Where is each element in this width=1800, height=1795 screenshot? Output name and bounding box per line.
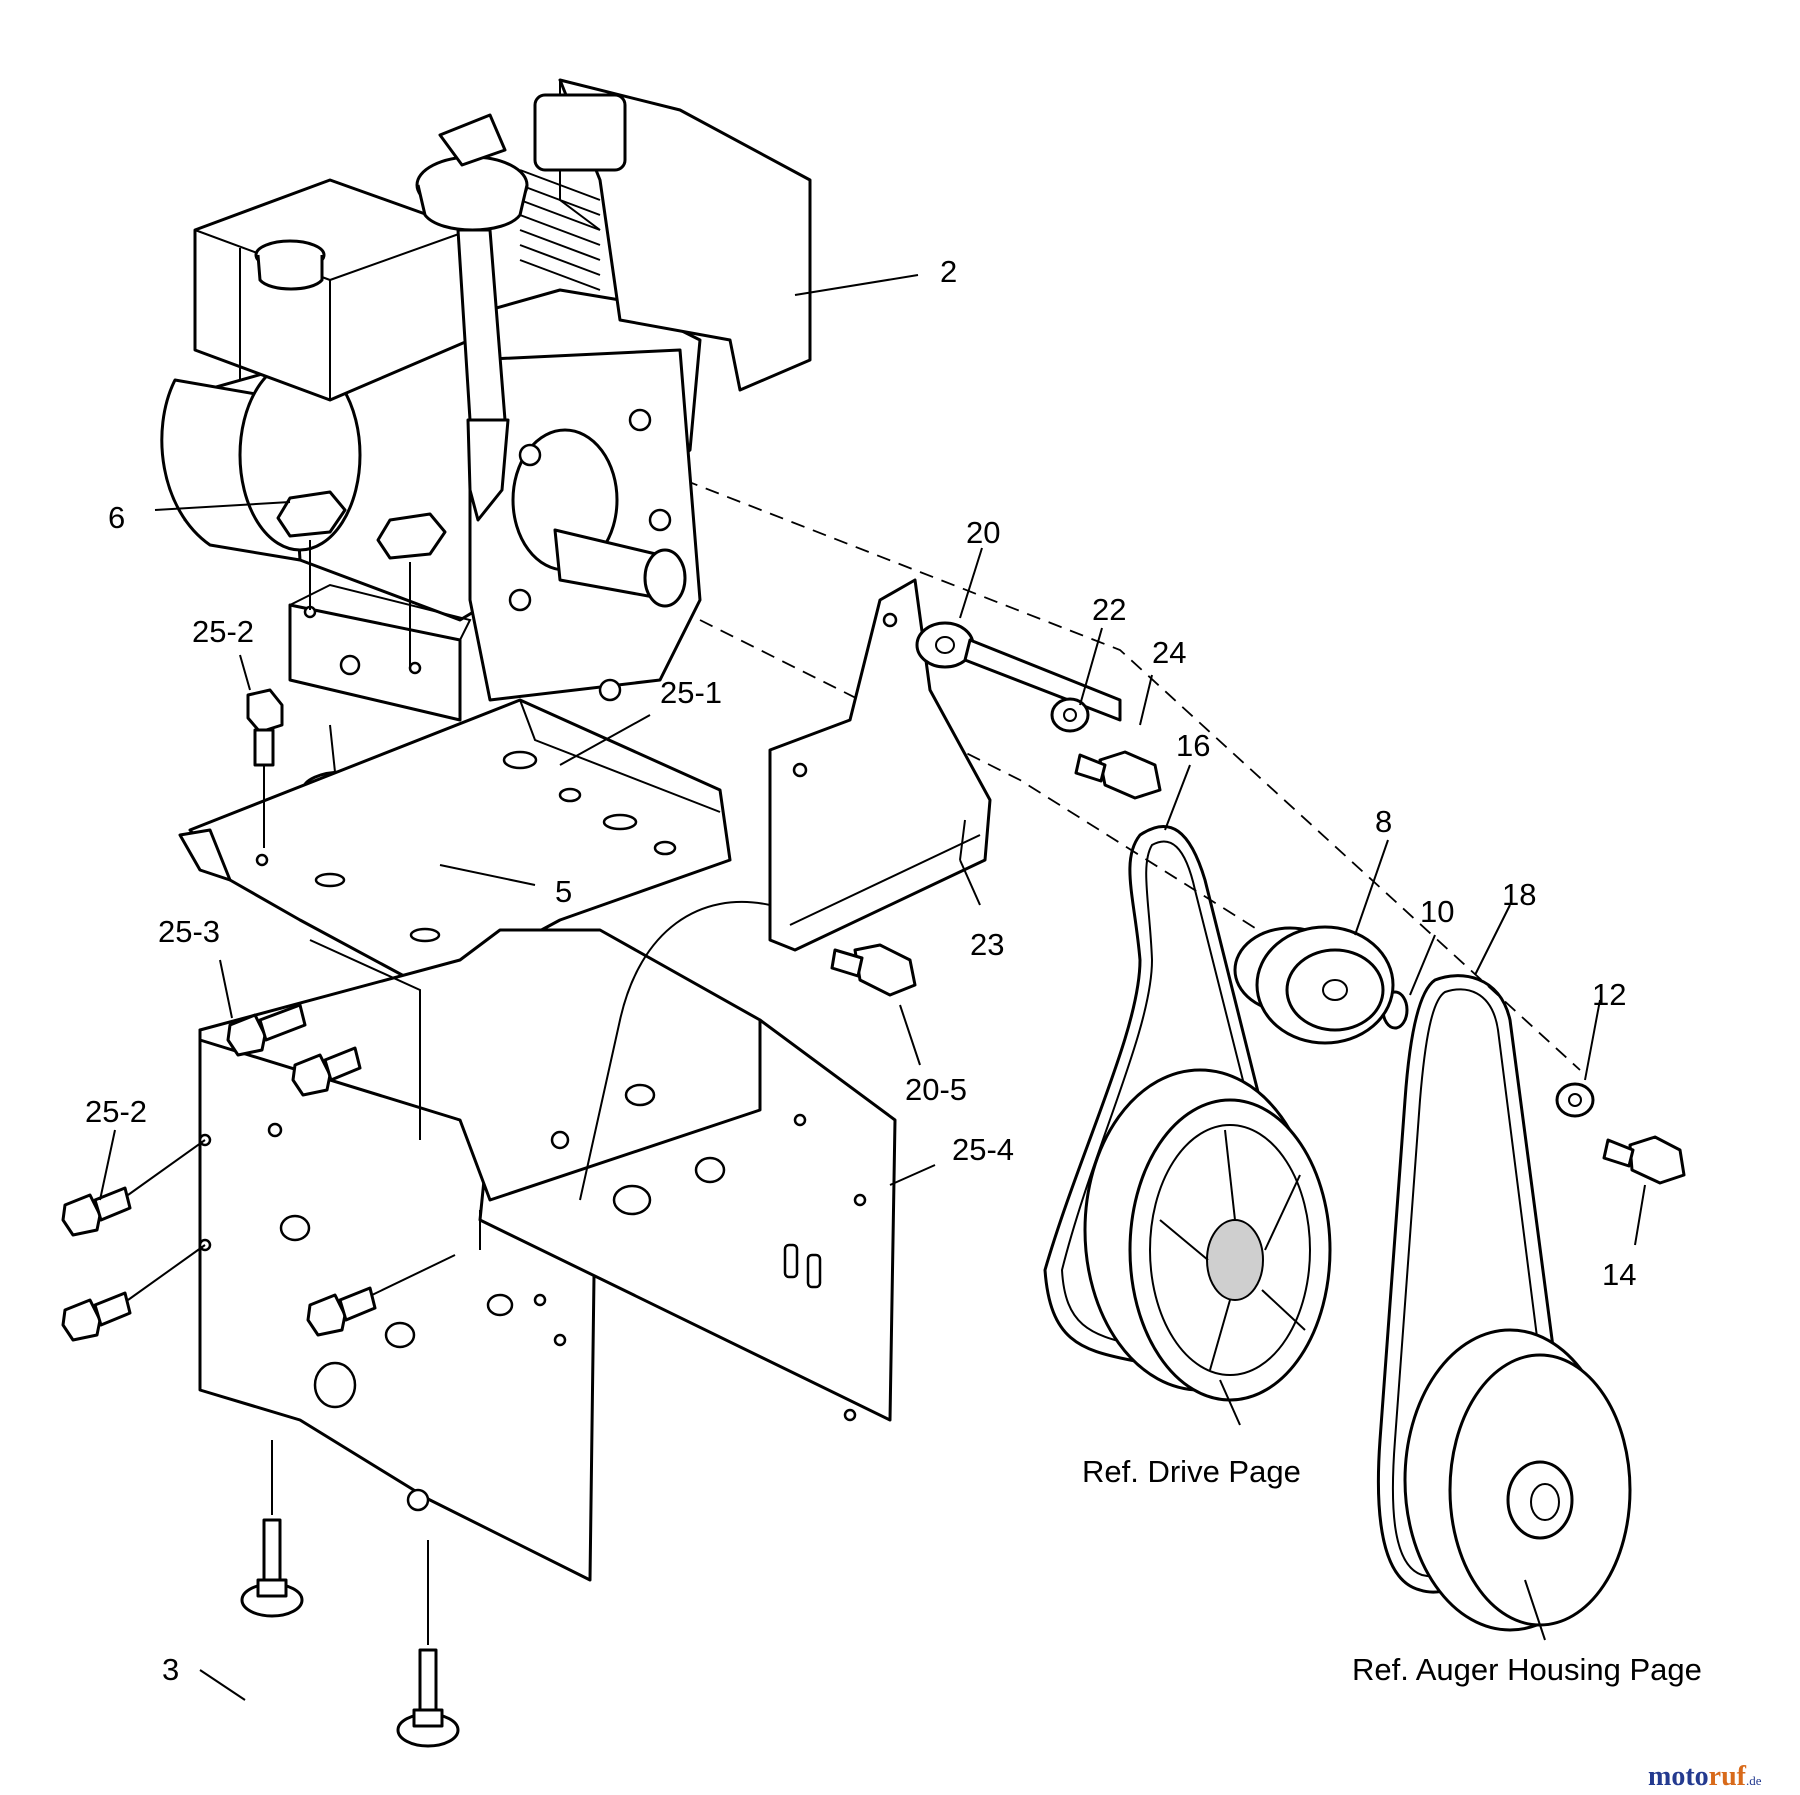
watermark-part-1: moto (1648, 1761, 1709, 1792)
callout-23: 23 (970, 927, 1004, 962)
auger-pulley (1403, 1328, 1632, 1632)
auger-belt (1376, 974, 1563, 1594)
callout-5: 5 (555, 874, 572, 909)
callout-24: 24 (1152, 635, 1186, 670)
drive-pulley (1083, 1068, 1332, 1402)
callout-12: 12 (1592, 977, 1626, 1012)
frame-housing (198, 900, 897, 1582)
belt-guide-bracket (768, 578, 992, 952)
callout-2: 2 (940, 254, 957, 289)
callout-20: 20 (966, 515, 1000, 550)
watermark-part-3: .de (1746, 1773, 1762, 1788)
svg-text:motoruf.de: motoruf.de (1648, 1761, 1762, 1792)
engine-assembly (160, 78, 812, 722)
ref-auger-housing-page: Ref. Auger Housing Page (1352, 1652, 1702, 1687)
callout-14: 14 (1602, 1257, 1636, 1292)
flange-nuts (276, 490, 447, 668)
callout-20-5: 20-5 (905, 1072, 967, 1107)
callout-6: 6 (108, 500, 125, 535)
alignment-lines (619, 454, 1581, 1071)
callout-10: 10 (1420, 894, 1454, 929)
callout-leaders (99, 274, 1646, 1701)
washers-and-shaft (915, 621, 1595, 1118)
callout-labels: 2 6 20 22 24 25-2 25-1 16 8 10 18 5 25-3… (85, 254, 1636, 1687)
watermark-logo: motoruf.de (1648, 1761, 1762, 1792)
callout-25-2-left: 25-2 (85, 1094, 147, 1129)
engine-pulley (1233, 925, 1395, 1045)
mounting-plate (178, 698, 732, 992)
callout-8: 8 (1375, 804, 1392, 839)
callout-25-3: 25-3 (158, 914, 220, 949)
hex-bolts (61, 688, 1686, 1748)
callout-16: 16 (1176, 728, 1210, 763)
callout-3: 3 (162, 1652, 179, 1687)
callout-25-2-top: 25-2 (192, 614, 254, 649)
callout-22: 22 (1092, 592, 1126, 627)
watermark-part-2: ruf (1709, 1761, 1747, 1792)
callout-25-1: 25-1 (660, 675, 722, 710)
ref-drive-page: Ref. Drive Page (1082, 1454, 1301, 1489)
callout-25-4: 25-4 (952, 1132, 1014, 1167)
callout-18: 18 (1502, 877, 1536, 912)
reference-labels: Ref. Drive Page Ref. Auger Housing Page (1082, 1454, 1702, 1687)
